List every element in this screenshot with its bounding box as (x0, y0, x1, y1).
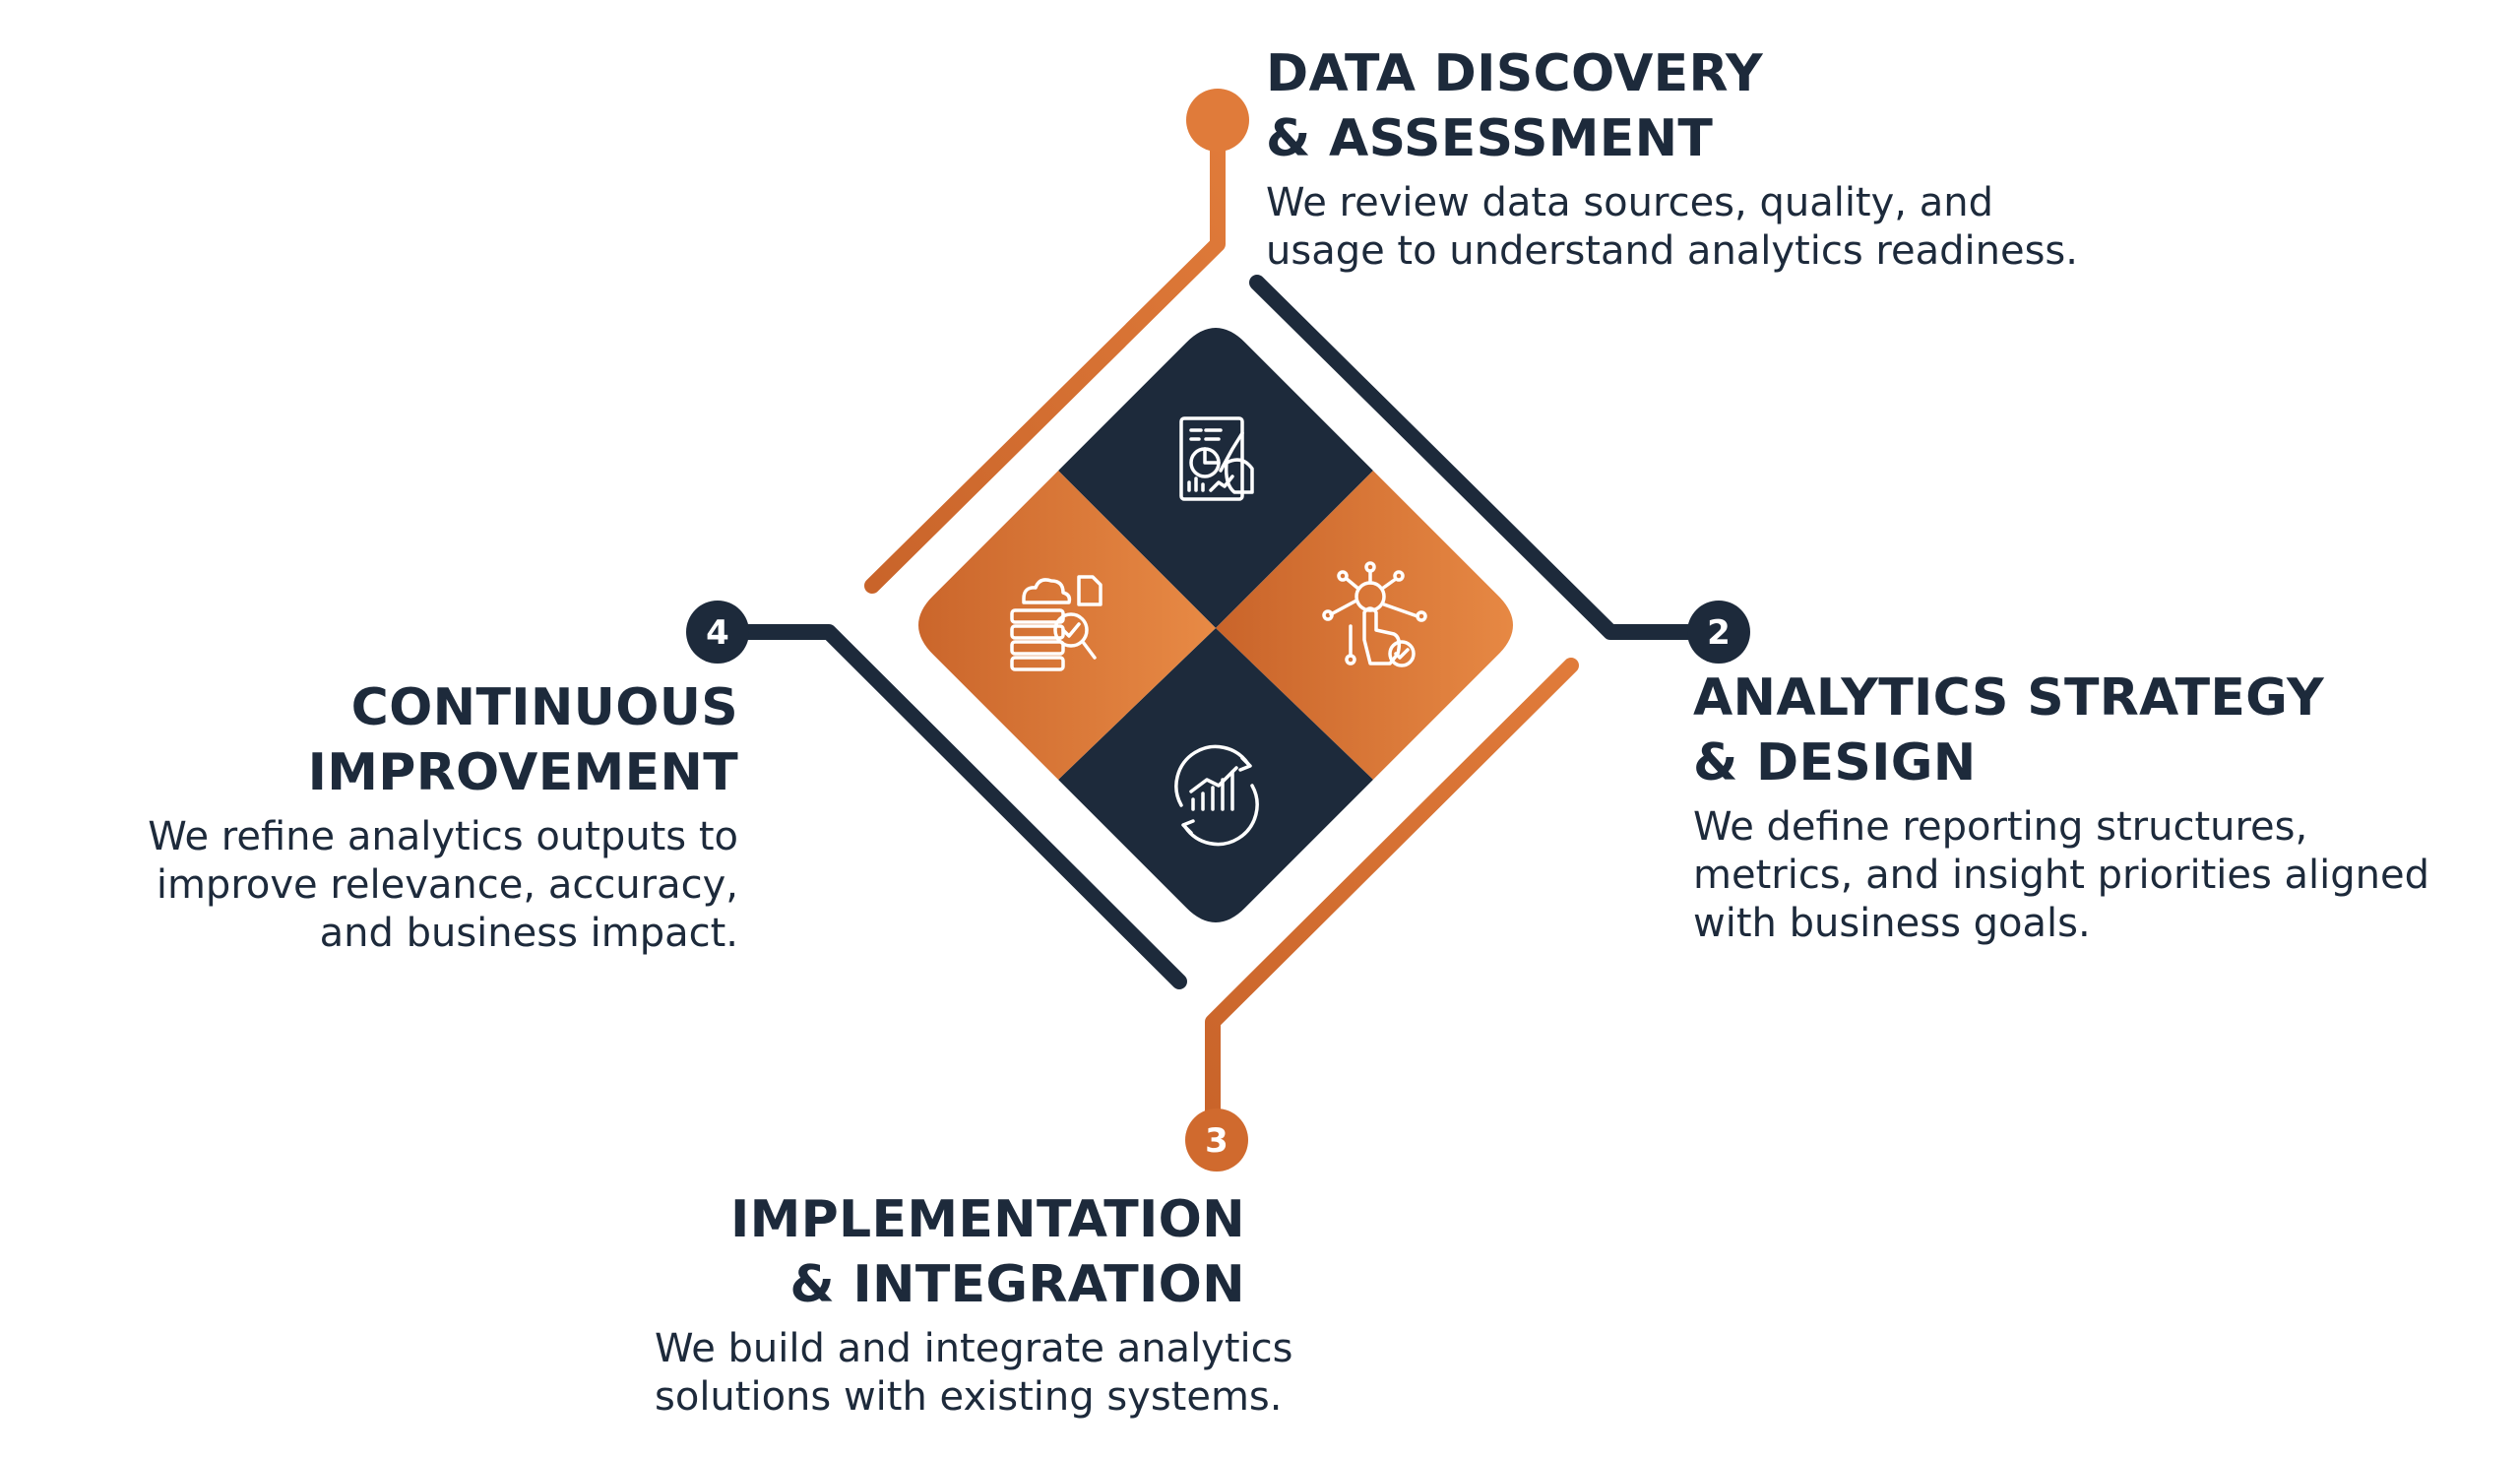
step-3-badge (1185, 1109, 1248, 1172)
step-3-description: We build and integrate analytics solutio… (655, 1325, 1293, 1422)
step-4-title: CONTINUOUS IMPROVEMENT (59, 675, 738, 805)
step-1-title: DATA DISCOVERY & ASSESSMENT (1266, 41, 2078, 171)
step-2-title-line-1: ANALYTICS STRATEGY (1693, 668, 2324, 728)
step-4-description: We refine analytics outputs to improve r… (59, 813, 738, 958)
step-1-marker (1186, 89, 1249, 152)
step-2-desc-line-1: We define reporting structures, (1693, 804, 2308, 850)
connector-step-1 (864, 89, 1249, 594)
step-2-desc-line-3: with business goals. (1693, 901, 2091, 946)
connector-step-2: 2 (1249, 275, 1750, 664)
step-3-title-line-2: & INTEGRATION (789, 1255, 1245, 1314)
report-analysis-icon (1179, 416, 1254, 501)
connector-step-4: 4 (686, 601, 1187, 989)
step-3-desc-line-2: solutions with existing systems. (655, 1374, 1283, 1420)
cloud-database-icon (1010, 575, 1102, 671)
step-4-desc-line-2: improve relevance, accuracy, (156, 862, 738, 908)
step-1-title-line-1: DATA DISCOVERY (1266, 44, 1763, 103)
network-touch-icon (1322, 561, 1427, 667)
step-3-number: 3 (1205, 1121, 1228, 1161)
step-3-title: IMPLEMENTATION & INTEGRATION (655, 1187, 1245, 1317)
step-2-desc-line-2: metrics, and insight priorities aligned (1693, 853, 2430, 898)
step-2-title: ANALYTICS STRATEGY & DESIGN (1693, 665, 2429, 795)
step-3-title-line-1: IMPLEMENTATION (729, 1190, 1245, 1249)
step-4-desc-line-1: We refine analytics outputs to (148, 814, 738, 859)
connector-step-3: 3 (1185, 658, 1579, 1172)
growth-cycle-icon (1174, 744, 1259, 847)
diamond-right-quadrant (1216, 471, 1513, 780)
step-1-desc-line-2: usage to understand analytics readiness. (1266, 228, 2078, 274)
step-2-badge (1687, 601, 1750, 664)
step-4-number: 4 (706, 613, 729, 653)
step-1-description: We review data sources, quality, and usa… (1266, 179, 2078, 276)
step-4-title-line-1: CONTINUOUS (350, 678, 738, 737)
step-2-title-line-2: & DESIGN (1693, 733, 1977, 792)
step-4-block: CONTINUOUS IMPROVEMENT We refine analyti… (59, 675, 738, 958)
step-3-block: IMPLEMENTATION & INTEGRATION We build an… (655, 1187, 1293, 1422)
step-4-badge (686, 601, 749, 664)
step-2-block: ANALYTICS STRATEGY & DESIGN We define re… (1693, 665, 2429, 948)
step-1-title-line-2: & ASSESSMENT (1266, 109, 1714, 168)
step-2-description: We define reporting structures, metrics,… (1693, 803, 2429, 948)
step-2-number: 2 (1707, 613, 1731, 653)
step-4-desc-line-3: and business impact. (319, 911, 738, 956)
step-1-desc-line-1: We review data sources, quality, and (1266, 180, 1993, 225)
step-4-title-line-2: IMPROVEMENT (307, 743, 738, 802)
step-1-block: DATA DISCOVERY & ASSESSMENT We review da… (1266, 41, 2078, 276)
step-3-desc-line-1: We build and integrate analytics (655, 1326, 1293, 1371)
